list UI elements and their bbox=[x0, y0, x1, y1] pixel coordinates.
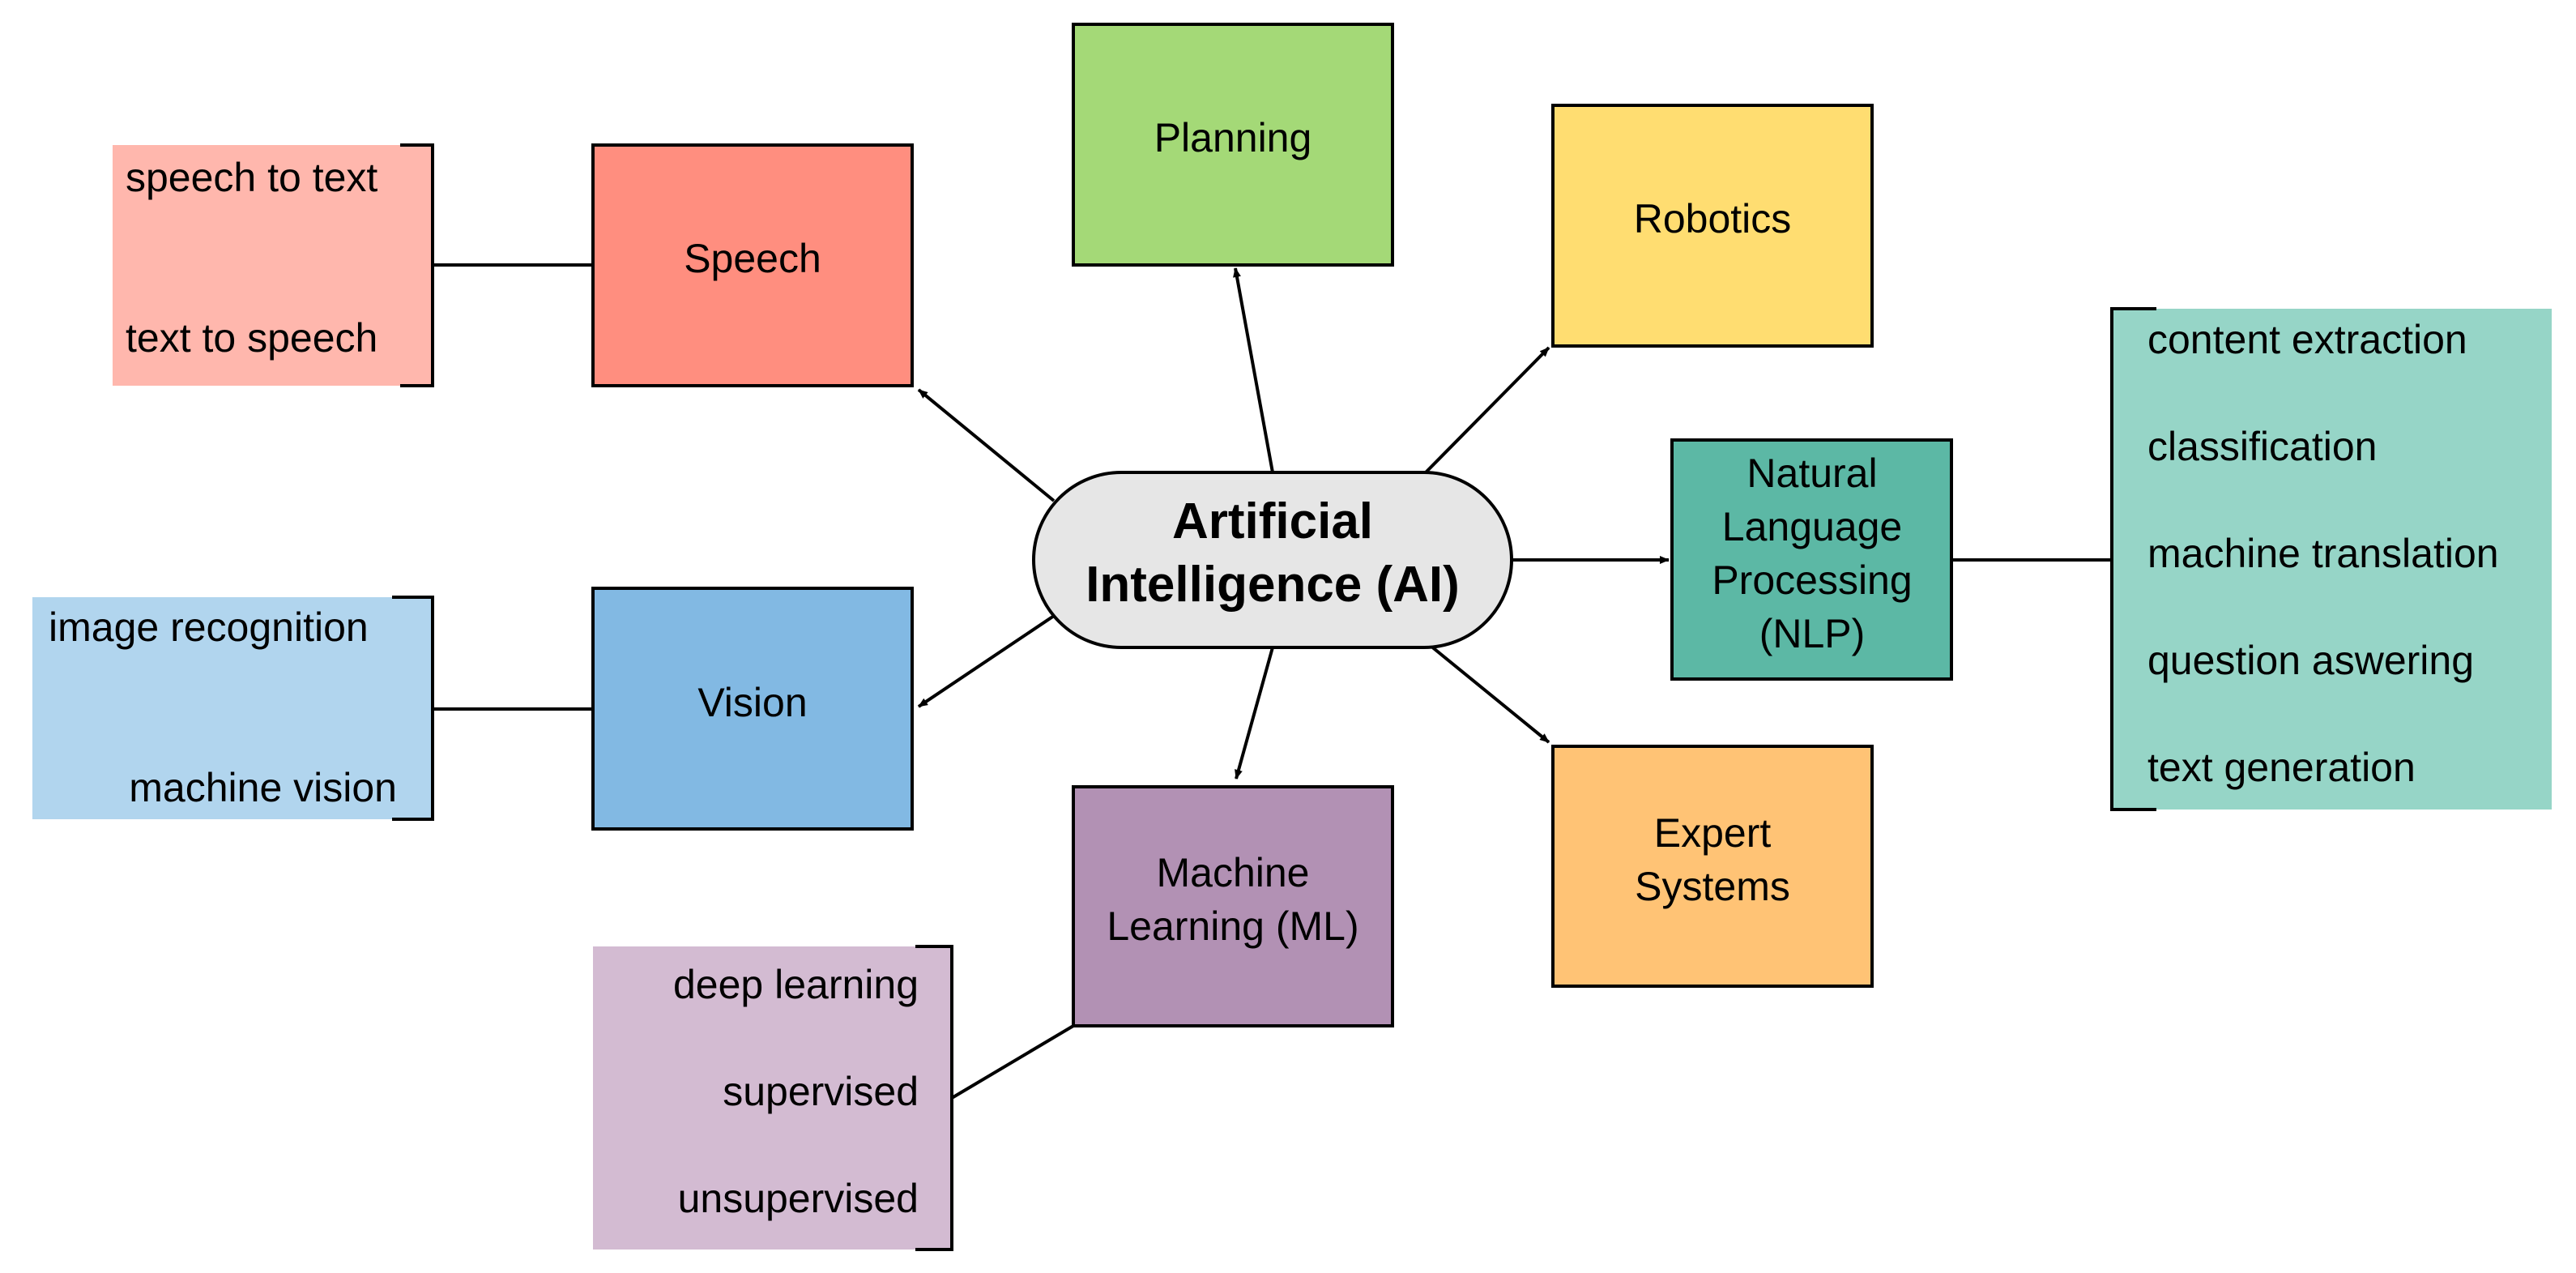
ml-connector bbox=[950, 1024, 1075, 1100]
planning-label: Planning bbox=[1154, 115, 1312, 160]
vision-items-box bbox=[32, 597, 433, 819]
ml-items-box bbox=[593, 946, 952, 1250]
arrow-to-robotics bbox=[1424, 346, 1550, 474]
speech-item: text to speech bbox=[126, 315, 377, 361]
planning-node bbox=[1072, 23, 1394, 267]
robotics-label: Robotics bbox=[1634, 196, 1792, 241]
arrow-to-ml bbox=[1235, 647, 1274, 780]
center-label-line-2: Intelligence (AI) bbox=[1085, 557, 1460, 613]
nlp-item: classification bbox=[2147, 424, 2377, 469]
arrow-to-planning bbox=[1233, 267, 1274, 473]
arrow-to-expert bbox=[1429, 644, 1550, 744]
nlp-item: text generation bbox=[2147, 745, 2416, 790]
speech-label: Speech bbox=[684, 236, 821, 281]
robotics-node bbox=[1551, 104, 1874, 348]
speech-node bbox=[591, 143, 914, 387]
machine-learning-node bbox=[1072, 785, 1394, 1027]
expert-systems-node bbox=[1551, 745, 1874, 988]
nlp-label-line-4: (NLP) bbox=[1759, 611, 1866, 656]
nlp-item: question aswering bbox=[2147, 638, 2474, 683]
ml-item: unsupervised bbox=[678, 1176, 919, 1221]
vision-item: image recognition bbox=[49, 604, 369, 650]
center-node bbox=[1032, 471, 1513, 649]
vision-label: Vision bbox=[697, 680, 807, 725]
vision-item: machine vision bbox=[129, 765, 397, 810]
center-label-line-1: Artificial bbox=[1172, 493, 1373, 549]
expert-label-line-1: Expert bbox=[1654, 810, 1772, 856]
arrow-to-speech bbox=[917, 388, 1056, 502]
nlp-label-line-2: Language bbox=[1722, 504, 1902, 549]
expert-label-line-2: Systems bbox=[1635, 864, 1790, 909]
ml-item: supervised bbox=[723, 1069, 919, 1114]
nlp-item: machine translation bbox=[2147, 531, 2499, 576]
arrow-to-vision bbox=[917, 614, 1056, 708]
ml-label-line-2: Learning (ML) bbox=[1107, 903, 1358, 949]
nlp-label-line-3: Processing bbox=[1712, 557, 1912, 603]
speech-item: speech to text bbox=[126, 155, 377, 200]
nlp-item: content extraction bbox=[2147, 317, 2467, 362]
speech-items-box bbox=[113, 145, 433, 386]
vision-node bbox=[591, 587, 914, 831]
ml-item: deep learning bbox=[673, 962, 919, 1007]
ml-label-line-1: Machine bbox=[1157, 850, 1310, 895]
nlp-node bbox=[1670, 438, 1953, 681]
nlp-label-line-1: Natural bbox=[1746, 451, 1877, 496]
nlp-items-box bbox=[2112, 309, 2552, 810]
